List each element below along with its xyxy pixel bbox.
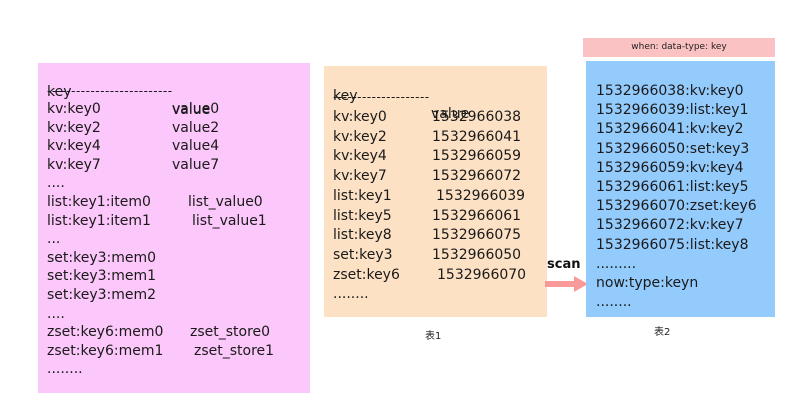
row-value: 1532966038 xyxy=(432,109,522,125)
table-header: key value xyxy=(333,69,469,122)
row-key: zset:key6 xyxy=(333,266,400,283)
timestamp-table: key value -------------------- kv:key0 15… xyxy=(324,66,547,317)
kv-store-table: key value -------------------------- kv:… xyxy=(38,63,310,393)
row-value: list_value1 xyxy=(192,212,267,229)
table2-caption: 表2 xyxy=(654,327,671,338)
row-value: 1532966070 xyxy=(437,266,527,283)
row-key: ... xyxy=(47,231,61,248)
row-key: list:key1 xyxy=(333,187,392,204)
row-value: value7 xyxy=(172,156,220,173)
row-value: zset_store1 xyxy=(194,342,275,359)
row-key: set:key3:mem1 xyxy=(47,268,157,285)
row-key: kv:key7 xyxy=(333,168,387,185)
row-key: kv:key4 xyxy=(333,148,387,165)
row-key: list:key1:item0 xyxy=(47,194,151,210)
row-value: 1532966041 xyxy=(432,128,522,145)
row-key: zset:key6:mem1 xyxy=(47,342,164,359)
row-value: 1532966075 xyxy=(432,227,522,244)
table-row: 1532966038:kv:key0 xyxy=(596,83,744,99)
table-row: 1532966050:set:key3 xyxy=(596,140,750,157)
divider: -------------------- xyxy=(333,90,430,104)
value-header: value xyxy=(431,106,470,122)
row-key: list:key1:item1 xyxy=(47,212,151,229)
row-key: set:key3 xyxy=(333,246,393,263)
table-row: ......... xyxy=(596,255,637,272)
value-header: value xyxy=(172,102,211,118)
row-key: list:key5 xyxy=(333,207,392,224)
key-header: key xyxy=(47,84,72,100)
row-value: 1532966050 xyxy=(432,246,522,263)
scan-arrow-icon xyxy=(545,276,588,292)
table1-caption: 表1 xyxy=(425,331,442,342)
row-key: set:key3:mem0 xyxy=(47,249,157,266)
table-row: 1532966041:kv:key2 xyxy=(596,121,744,138)
sorted-index-table: 1532966038:kv:key0 1532966039:list:key1 15… xyxy=(586,61,775,317)
table-row: now:type:keyn xyxy=(596,275,699,291)
row-key: set:key3:mem2 xyxy=(47,287,157,303)
row-value: value2 xyxy=(172,119,220,136)
row-value: zset_store0 xyxy=(190,324,271,341)
row-key: ........ xyxy=(47,361,83,378)
row-key: list:key8 xyxy=(333,227,392,244)
row-value: value0 xyxy=(172,101,220,117)
row-value: 1532966072 xyxy=(432,168,522,185)
data-type-label: when: data-type: key xyxy=(583,38,775,57)
table-row: 1532966075:list:key8 xyxy=(596,236,749,253)
table-row: 1532966072:kv:key7 xyxy=(596,217,744,234)
row-key: zset:key6:mem0 xyxy=(47,324,164,341)
row-key: .... xyxy=(47,305,65,322)
scan-label: scan xyxy=(547,257,581,272)
key-header: key xyxy=(333,88,358,104)
row-key: kv:key4 xyxy=(47,138,101,155)
table-row: 1532966061:list:key5 xyxy=(596,179,749,195)
row-key: kv:key0 xyxy=(333,109,387,125)
row-key: ........ xyxy=(333,286,369,303)
row-value: 1532966039 xyxy=(436,187,526,204)
table-header: key value xyxy=(47,65,210,118)
row-value: 1532966061 xyxy=(432,207,522,224)
row-value: value4 xyxy=(172,138,220,155)
table-row: 1532966070:zset:key6 xyxy=(596,198,757,215)
row-key: kv:key7 xyxy=(47,156,101,173)
table-row: 1532966059:kv:key4 xyxy=(596,159,744,176)
divider: -------------------------- xyxy=(47,84,173,98)
table-row: 1532966039:list:key1 xyxy=(596,102,749,119)
row-value: 1532966059 xyxy=(432,148,522,165)
row-key: .... xyxy=(47,175,65,192)
row-value: list_value0 xyxy=(188,194,263,210)
table-row: ........ xyxy=(596,294,632,311)
row-key: kv:key2 xyxy=(333,128,387,145)
row-key: kv:key2 xyxy=(47,119,101,136)
row-key: kv:key0 xyxy=(47,101,101,117)
